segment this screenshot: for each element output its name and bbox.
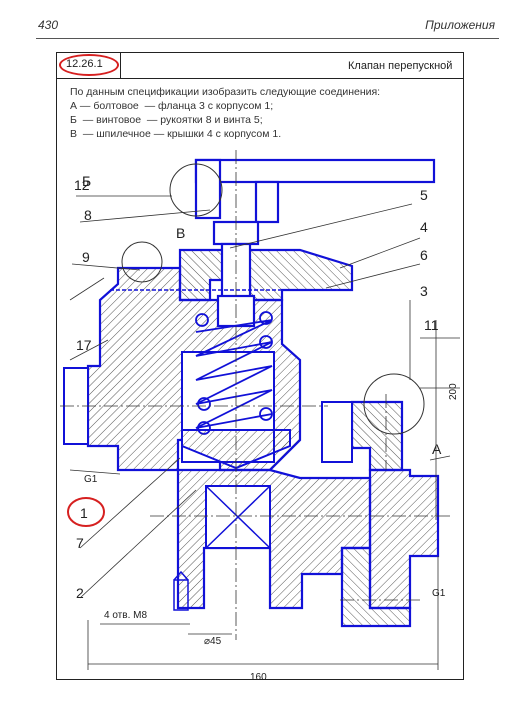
callout-1: 1 [80, 505, 88, 521]
callout-4: 4 [420, 219, 428, 235]
callout-v: В [176, 225, 185, 241]
callout-11: 11 [424, 317, 439, 333]
handle-and-screw [194, 158, 436, 328]
dimension-lines [87, 320, 439, 670]
title-block-line [56, 78, 464, 79]
centerlines [60, 150, 450, 640]
callout-3: 3 [420, 283, 428, 299]
callout-5: 5 [420, 187, 428, 203]
instruction-line-3: Б — винтовое — рукоятки 8 и винта 5; [70, 114, 263, 126]
spring [195, 311, 273, 435]
dimension-labels: 200 160 ⌀45 4 отв. M8 G1 G1 [84, 383, 459, 683]
stud [173, 570, 189, 611]
task-number-highlight [59, 54, 119, 76]
title-block-divider [120, 52, 121, 78]
detail-circles [121, 163, 425, 435]
callout-9: 9 [82, 249, 90, 265]
drawing-frame [56, 52, 464, 680]
page-number: 430 [38, 18, 59, 32]
dim-diameter: ⌀45 [204, 636, 222, 647]
dim-holes: 4 отв. M8 [104, 610, 147, 621]
instruction-line-2: А — болтовое — фланца 3 с корпусом 1; [70, 100, 274, 112]
callout-17: 17 [76, 337, 92, 353]
callout-1-highlight [67, 497, 105, 527]
callout-b: Б [82, 173, 91, 189]
drawing-title: Клапан перепускной [348, 60, 453, 72]
dim-thread-right: G1 [432, 588, 446, 599]
callout-a: А [432, 441, 442, 457]
dim-width: 160 [250, 672, 267, 683]
callout-7: 7 [76, 535, 84, 551]
dim-thread-left: G1 [84, 474, 98, 485]
instruction-line-1: По данным спецификации изобразить следую… [70, 86, 381, 98]
leaders [69, 195, 460, 599]
callout-12: 12 [74, 177, 90, 193]
callout-8: 8 [84, 207, 92, 223]
instruction-line-4: В — шпилечное — крышки 4 с корпусом 1. [70, 128, 282, 140]
callout-labels: Б 12 8 В 9 17 5 4 6 3 11 А 1 7 2 [74, 173, 442, 601]
header-rule [36, 38, 499, 39]
cross-mark [205, 485, 271, 549]
callout-6: 6 [420, 247, 428, 263]
callout-2: 2 [76, 585, 84, 601]
section-title: Приложения [425, 18, 495, 32]
dim-height: 200 [448, 383, 459, 400]
